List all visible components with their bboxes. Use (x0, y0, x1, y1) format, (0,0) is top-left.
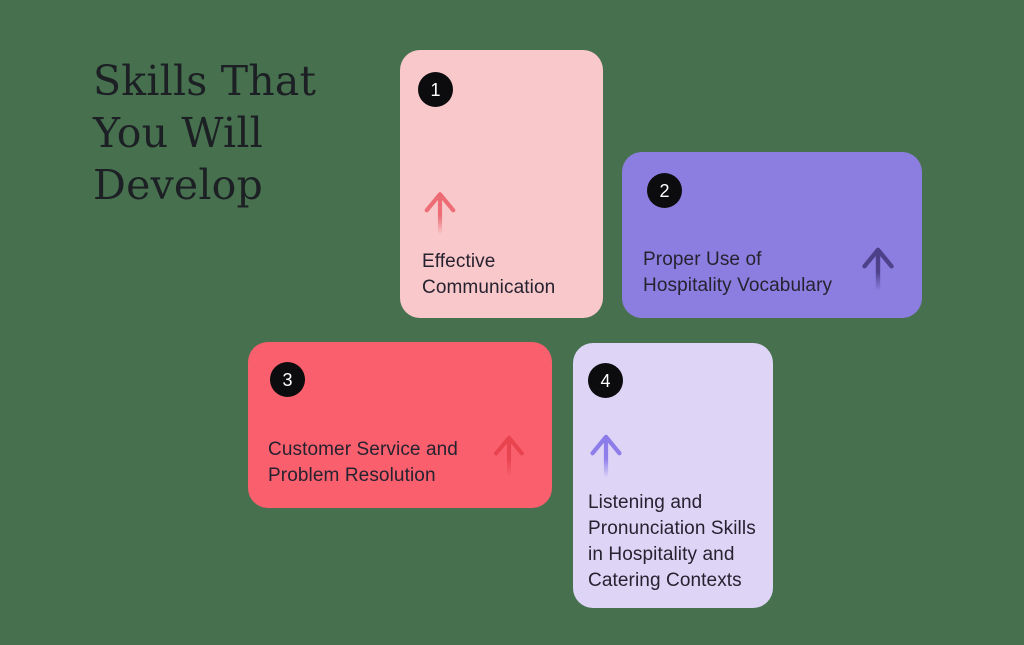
skill-label: Customer Service and Problem Resolution (268, 437, 458, 489)
skill-label-line: Effective (422, 251, 496, 272)
skill-label: Effective Communication (422, 249, 555, 301)
skill-label-line: in Hospitality and (588, 544, 735, 565)
skill-card-3: 3 Customer Service and Problem Resolutio… (248, 342, 552, 508)
up-arrow-icon (494, 435, 524, 483)
page-title: Skills That You Will Develop (93, 55, 316, 211)
skill-card-4: 4 Listening and Pronunciation Skills in … (573, 343, 773, 608)
skill-label-line: Hospitality Vocabulary (643, 275, 833, 296)
skill-label-line: Problem Resolution (268, 465, 436, 486)
number-badge-4: 4 (588, 363, 623, 398)
number-badge-3: 3 (270, 362, 305, 397)
skill-label-line: Proper Use of (643, 249, 762, 270)
number-badge-1: 1 (418, 72, 453, 107)
badge-number: 3 (282, 369, 293, 390)
page-title-line: Skills That (93, 57, 317, 105)
skill-label-line: Customer Service and (268, 439, 458, 460)
up-arrow-icon (590, 434, 622, 484)
number-badge-2: 2 (647, 173, 682, 208)
skill-label-line: Pronunciation Skills (588, 518, 756, 539)
skill-card-1: 1 Effective Communication (400, 50, 603, 318)
skill-label: Listening and Pronunciation Skills in Ho… (588, 490, 756, 594)
skill-label-line: Communication (422, 277, 556, 298)
up-arrow-icon (862, 247, 894, 297)
badge-number: 4 (600, 370, 611, 391)
skill-label-line: Listening and (588, 492, 703, 513)
skill-label: Proper Use of Hospitality Vocabulary (643, 247, 832, 299)
page-title-line: You Will (93, 109, 263, 157)
skill-label-line: Catering Contexts (588, 570, 742, 591)
badge-number: 2 (659, 180, 670, 201)
page-title-line: Develop (93, 161, 264, 209)
up-arrow-icon (424, 192, 456, 240)
badge-number: 1 (430, 79, 441, 100)
skill-card-2: 2 Proper Use of Hospitality Vocabulary (622, 152, 922, 318)
